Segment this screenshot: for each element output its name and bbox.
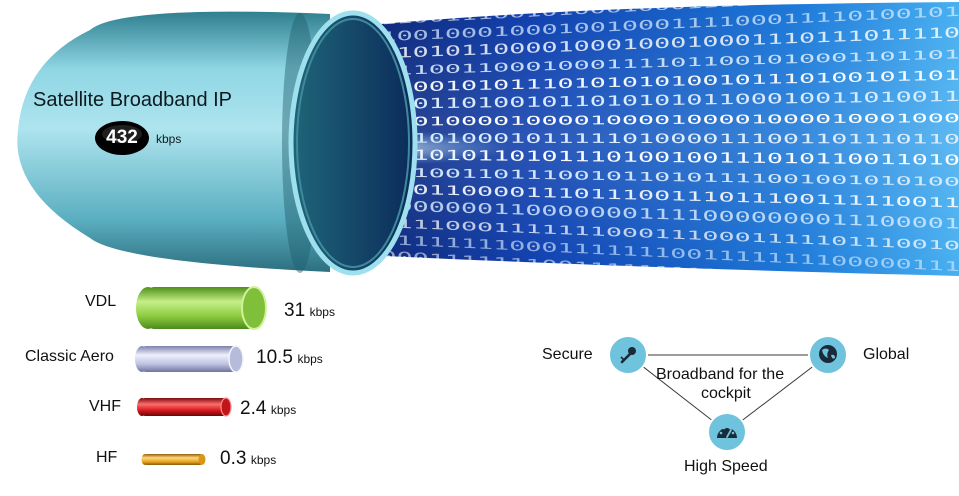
classic-aero-cylinder (135, 345, 244, 373)
broadband-pipe (17, 10, 418, 276)
hero-title: Satellite Broadband IP (33, 89, 233, 111)
high-speed-node (707, 412, 747, 452)
center-caption-line1: Broadband for the (656, 366, 785, 383)
global-label: Global (863, 346, 910, 363)
key-icon (620, 347, 636, 364)
vhf-cylinder (137, 397, 232, 417)
globe-icon (819, 345, 837, 363)
link-name-hf: HF (96, 449, 118, 466)
binary-data-stream: 1001011001110010100010001111011001100101… (210, 0, 959, 278)
link-name-classic-aero: Classic Aero (25, 348, 114, 365)
hf-cylinder (141, 454, 206, 465)
link-speed: 2.4 (240, 398, 267, 419)
speedometer-icon (717, 426, 737, 438)
link-speed: 10.5 (256, 347, 293, 368)
link-unit: kbps (309, 305, 335, 319)
link-value-classic-aero: 10.5 kbps (256, 347, 323, 369)
link-value-hf: 0.3 kbps (220, 448, 276, 470)
link-unit: kbps (297, 352, 323, 366)
link-name-vhf: VHF (89, 398, 121, 415)
link-name-vdl: VDL (85, 293, 117, 310)
center-caption-line2: cockpit (701, 385, 751, 402)
benefits-triangle (608, 335, 848, 452)
link-speed: 31 (284, 300, 306, 321)
hero-speed-unit: kbps (156, 132, 182, 146)
link-value-vdl: 31 kbps (284, 300, 335, 322)
link-unit: kbps (270, 403, 297, 417)
speed-badge (95, 121, 149, 155)
secure-label: Secure (542, 346, 593, 363)
link-value-vhf: 2.4 kbps (240, 398, 296, 420)
vdl-cylinder (136, 286, 267, 330)
link-speed: 0.3 (220, 448, 247, 469)
high-speed-label: High Speed (684, 458, 768, 475)
global-node (808, 335, 848, 375)
link-unit: kbps (250, 453, 277, 467)
hero-speed-value: 432 (106, 127, 138, 148)
secure-node (608, 335, 648, 375)
